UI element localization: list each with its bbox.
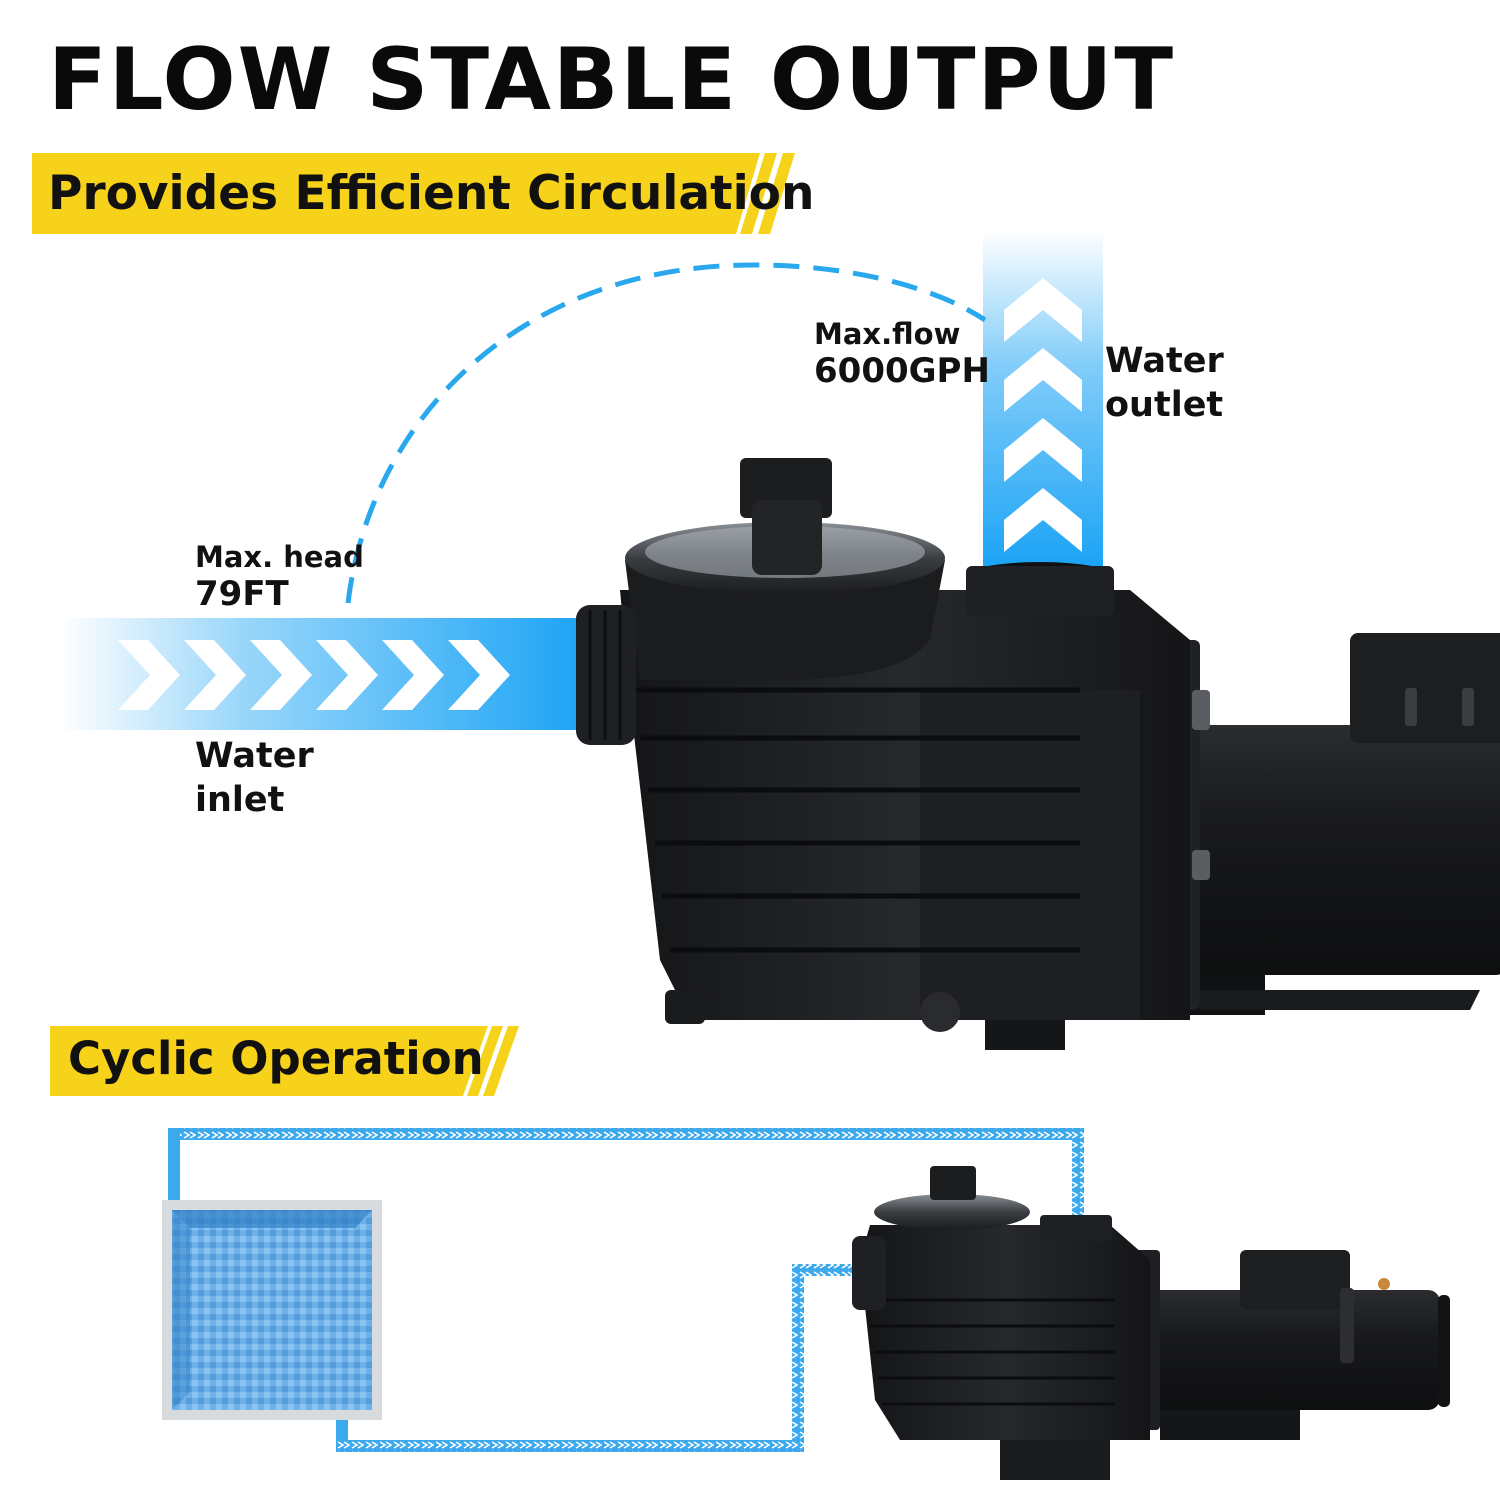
chevron-right-icon <box>118 640 510 710</box>
chevron-up-icon <box>1004 278 1082 552</box>
circulation-banner <box>32 153 795 234</box>
max-head-spec: Max. head 79FT <box>195 540 364 614</box>
circulation-arc <box>345 262 987 604</box>
water-outlet-line1: Water <box>1105 341 1224 381</box>
cyclic-banner <box>50 1026 519 1096</box>
water-inlet-label: Water inlet <box>195 734 314 822</box>
cyclic-piping <box>168 1128 1084 1452</box>
water-outlet-label: Water outlet <box>1105 339 1224 427</box>
max-flow-spec: Max.flow 6000GPH <box>814 317 990 391</box>
max-flow-value: 6000GPH <box>814 351 990 391</box>
max-head-value: 79FT <box>195 574 289 614</box>
pool-pump-illustration <box>576 458 1500 1050</box>
max-flow-label: Max.flow <box>814 317 961 351</box>
small-pool-pump-illustration <box>852 1166 1450 1480</box>
water-inlet-line2: inlet <box>195 780 285 820</box>
circulation-heading: Provides Efficient Circulation <box>48 166 815 221</box>
inlet-flow-arrow <box>60 618 590 730</box>
max-head-label: Max. head <box>195 540 364 574</box>
headline: FLOW STABLE OUTPUT <box>48 30 1176 130</box>
cyclic-heading: Cyclic Operation <box>68 1032 484 1085</box>
water-outlet-line2: outlet <box>1105 385 1224 425</box>
swimming-pool-illustration <box>162 1200 382 1420</box>
outlet-flow-arrow <box>983 230 1103 570</box>
water-inlet-line1: Water <box>195 736 314 776</box>
